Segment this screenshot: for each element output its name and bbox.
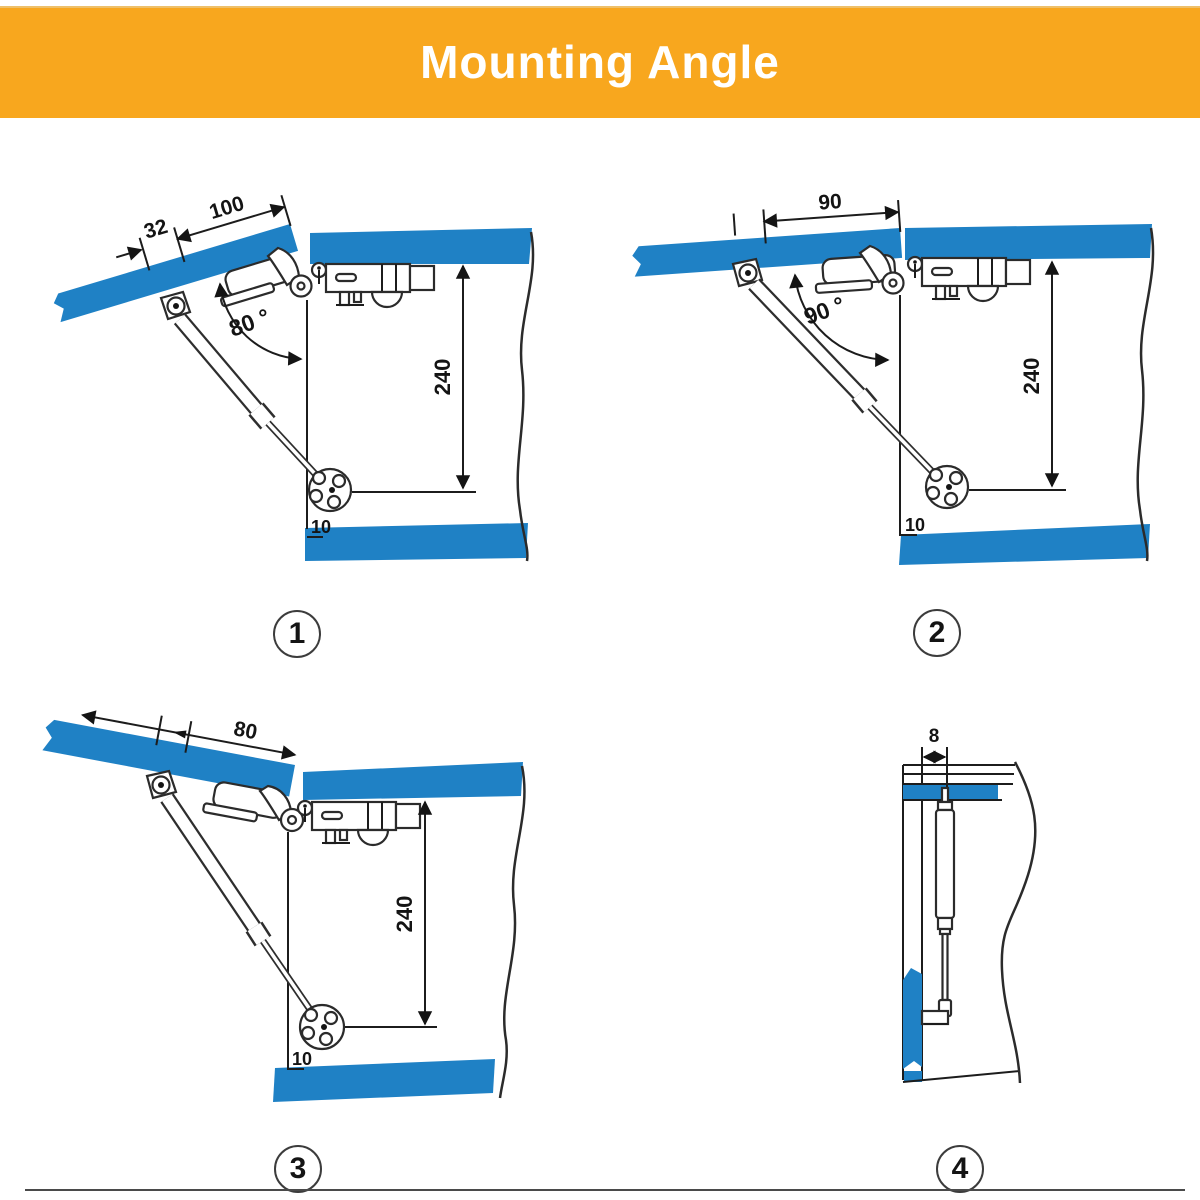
- dim-width-8: 8: [929, 726, 940, 747]
- mounting-plate: [924, 464, 970, 510]
- door-panel: [632, 228, 903, 277]
- top-panel-blue: [903, 785, 998, 800]
- dim-height-240: 240: [392, 896, 417, 933]
- dim-offset-32: 32: [141, 215, 170, 244]
- side-panel-wavy-edge: [516, 231, 535, 562]
- dim-gap-10: 10: [311, 517, 331, 537]
- height-dimension: 240: [345, 800, 437, 1028]
- cabinet-top-panel: [905, 224, 1152, 260]
- gas-strut: [145, 769, 325, 1029]
- cabinet-top-panel: [303, 762, 523, 800]
- page-title: Mounting Angle: [420, 36, 780, 88]
- gas-strut-vertical: [920, 786, 956, 1026]
- gap-dimension: 10: [288, 1049, 312, 1070]
- dim-gap-10: 10: [292, 1049, 312, 1069]
- badge-label: 1: [288, 617, 306, 650]
- door-over-open: 80: [42, 710, 297, 823]
- cabinet-bottom-panel: [899, 524, 1150, 565]
- cabinet-bottom-panel: [273, 1059, 495, 1102]
- gap-dimension: 10: [307, 517, 331, 538]
- title-banner: Mounting Angle: [0, 6, 1200, 118]
- height-dimension: 240: [969, 260, 1066, 491]
- dim-length-80: 80: [232, 717, 259, 744]
- dim-height-240: 240: [430, 359, 455, 396]
- door-panel-blue: [903, 968, 922, 1069]
- gap-dimension: 10: [901, 515, 925, 536]
- angle-label-80: 80 °: [225, 303, 273, 342]
- cabinet-bracket: [310, 261, 436, 309]
- mounting-plate: [307, 467, 353, 513]
- diagram-mounting-angle-over90: 80: [42, 710, 526, 1102]
- diagram-number-4: 4: [936, 1145, 984, 1193]
- bottom-divider: [25, 1189, 1185, 1191]
- dim-gap-10: 10: [905, 515, 925, 535]
- diagram-number-1: 1: [273, 610, 321, 658]
- diagram-mounting-angle-90: 90: [632, 190, 1155, 565]
- diagram-vertical-mount: 8: [902, 726, 1037, 1084]
- dim-length-90: 90: [818, 190, 843, 215]
- diagram-mounting-angle-80: 32 100: [53, 192, 535, 562]
- badge-label: 3: [289, 1152, 307, 1185]
- side-panel-wavy-edge: [1136, 227, 1155, 562]
- bottom-bracket: [920, 1009, 950, 1026]
- diagram-number-2: 2: [913, 609, 961, 657]
- cabinet-bracket: [906, 255, 1032, 303]
- height-dimension: 240: [352, 264, 476, 493]
- side-panel-wavy-edge: [1000, 761, 1037, 1084]
- cabinet-bottom-panel: [305, 523, 528, 561]
- badge-label: 2: [928, 616, 946, 649]
- side-panel-wavy-edge: [498, 765, 526, 1099]
- diagram-number-3: 3: [274, 1145, 322, 1193]
- cabinet-side-panel: [902, 764, 1021, 1083]
- badge-label: 4: [951, 1152, 969, 1185]
- gas-strut: [731, 257, 950, 490]
- cabinet-bracket: [296, 799, 422, 847]
- width-dimension: 8: [921, 726, 948, 793]
- cabinet-top-panel: [310, 228, 532, 264]
- hinge-link: [258, 784, 305, 833]
- mounting-plate: [298, 1003, 346, 1051]
- door-panel: [53, 224, 299, 323]
- dim-height-240: 240: [1019, 358, 1044, 395]
- angle-label-90: 90 °: [800, 291, 848, 330]
